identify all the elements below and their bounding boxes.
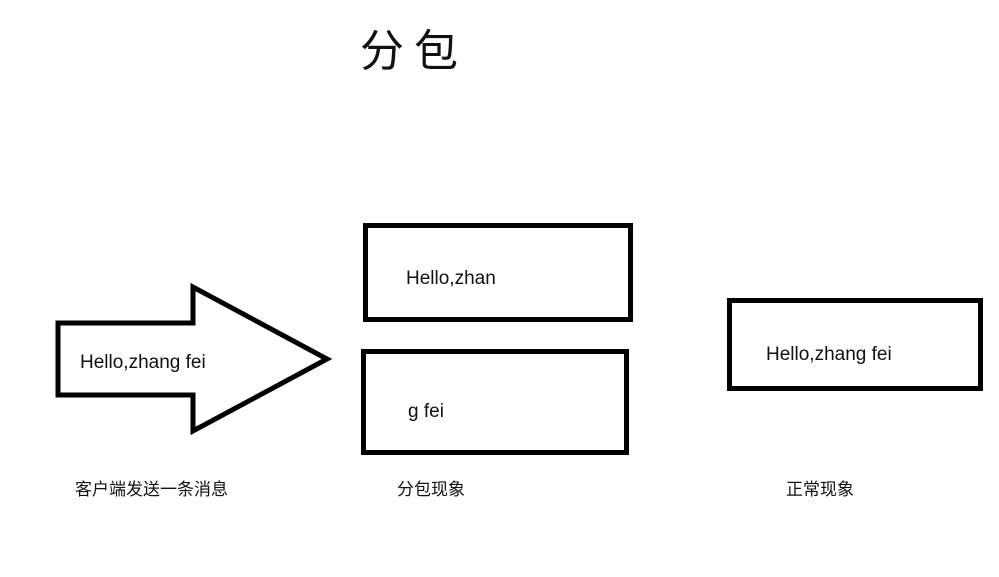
split-packet-2-text: g fei <box>408 401 444 422</box>
split-packet-1-box: Hello,zhan <box>363 223 633 322</box>
normal-caption: 正常现象 <box>786 480 854 500</box>
split-caption: 分包现象 <box>397 480 465 500</box>
diagram-title: 分包 <box>360 26 468 77</box>
client-message-text: Hello,zhang fei <box>80 352 206 373</box>
split-packet-2-box: g fei <box>361 349 629 455</box>
split-packet-1-text: Hello,zhan <box>406 268 496 289</box>
normal-packet-text: Hello,zhang fei <box>766 344 892 365</box>
normal-packet-box: Hello,zhang fei <box>727 298 983 391</box>
client-caption: 客户端发送一条消息 <box>75 480 228 500</box>
